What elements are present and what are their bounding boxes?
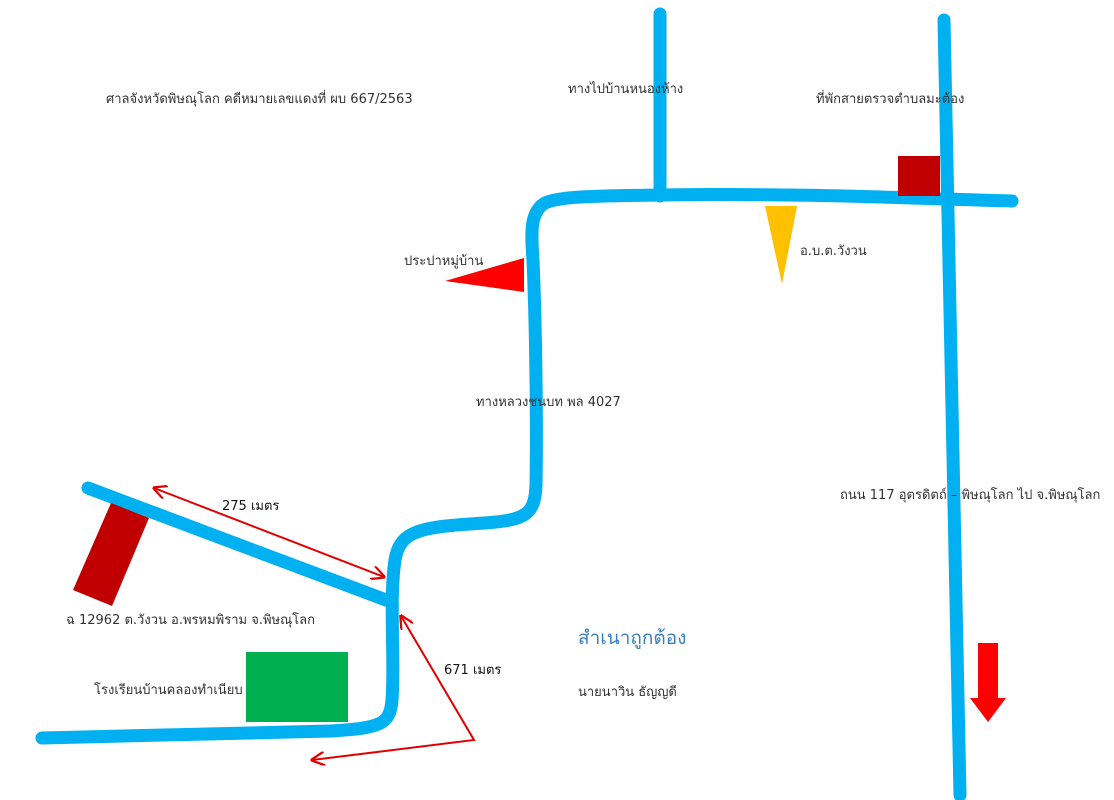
road-rural-4027 xyxy=(35,188,1019,745)
land-parcel-label: ฉ 12962 ต.วังวน อ.พรหมพิราม จ.พิษณุโลก xyxy=(66,613,315,628)
highway-117-label: ถนน 117 อุตรดิตถ์ – พิษณุโลก ไป จ.พิษณุโ… xyxy=(840,488,1101,503)
road-label-nong-hang: ทางไปบ้านหนองห้าง xyxy=(568,82,684,97)
police-box-marker xyxy=(898,156,940,196)
police-box-label: ที่พักสายตรวจตำบลมะต้อง xyxy=(816,92,965,107)
court-case-label: ศาลจังหวัดพิษณุโลก คดีหมายเลขแดงที่ ผบ 6… xyxy=(106,92,413,107)
distance-arrows xyxy=(154,488,476,760)
certified-copy-label: สำเนาถูกต้อง xyxy=(578,627,687,649)
school-label: โรงเรียนบ้านคลองทำเนียบ xyxy=(94,683,243,698)
red-triangle-flag-icon xyxy=(445,258,524,292)
school-marker xyxy=(246,652,348,722)
distance-label-275: 275 เมตร xyxy=(222,499,280,514)
rural-road-label: ทางหลวงชนบท พล 4027 xyxy=(476,395,621,410)
road-highway-117 xyxy=(937,13,967,800)
red-down-arrow-icon xyxy=(970,643,1006,722)
distance-label-671: 671 เมตร xyxy=(444,663,502,678)
tambon-office-label: อ.บ.ต.วังวน xyxy=(800,244,867,259)
distance-arrow-275 xyxy=(154,488,384,577)
village-water-label: ประปาหมู่บ้าน xyxy=(404,254,484,269)
distance-arrow-671 xyxy=(312,616,476,760)
yellow-triangle-icon xyxy=(765,206,797,284)
signer-label: นายนาวิน ธัญญดี xyxy=(578,685,677,700)
land-parcel-marker xyxy=(73,503,149,606)
